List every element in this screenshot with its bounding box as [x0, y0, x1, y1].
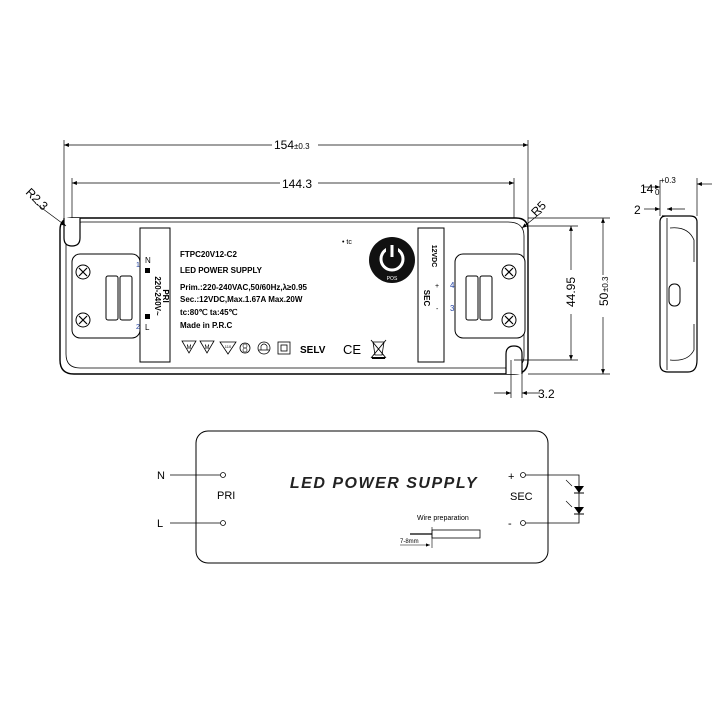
led-icon — [565, 479, 584, 494]
class-ii-icon — [257, 341, 271, 355]
screw-icon — [75, 264, 91, 280]
height-value: 14 — [640, 182, 654, 196]
dimension-overall-length: 154 ±0.3 — [63, 136, 529, 228]
l-label: L — [145, 323, 150, 332]
hole-pitch-value: 44.95 — [564, 277, 578, 307]
pin-3-label: 3 — [450, 304, 455, 313]
output-wiring — [526, 474, 580, 524]
temperature-spec: tc:80℃ ta:45℃ — [180, 308, 238, 317]
dimension-slot: 3.2 — [494, 360, 555, 401]
pri-voltage: 220-240V~ — [153, 276, 162, 316]
strip-length-label: 7-8mm — [400, 539, 419, 545]
dimension-height: 14 +0.3 0 — [640, 176, 712, 216]
width-tolerance: ±0.3 — [601, 276, 610, 292]
product-label: • tc FTPC20V12-C2 LED POWER SUPPLY Prim.… — [180, 237, 415, 359]
schematic-title: LED POWER SUPPLY — [290, 475, 478, 492]
temperature-class-icon: 110 — [219, 341, 237, 355]
primary-terminal-block: 1 2 N L PRI 220-240V~ — [71, 227, 171, 363]
pos-text: POS — [387, 276, 398, 282]
radius-left-value: R2.3 — [23, 185, 51, 213]
double-insulation-icon — [277, 341, 291, 355]
power-pos-icon: POS — [369, 237, 415, 283]
side-view: 14 +0.3 0 2 — [634, 176, 712, 373]
screw-icon — [501, 264, 517, 280]
output-plus-label: + — [508, 471, 514, 483]
wire-preparation-detail: Wire preparation 7-8mm — [400, 515, 481, 548]
length-tolerance: ±0.3 — [294, 142, 310, 151]
pin-1-label: 1 — [136, 262, 140, 269]
origin-text: Made in P.R.C — [180, 321, 233, 330]
secondary-spec: Sec.:12VDC,Max.1.67A Max.20W — [180, 295, 303, 304]
output-minus-terminal — [520, 520, 526, 526]
sec-plus: + — [435, 283, 439, 290]
n-label: N — [145, 256, 151, 265]
input-l-terminal — [220, 520, 226, 526]
schematic-sec-label: SEC — [510, 491, 533, 503]
label-title: LED POWER SUPPLY — [180, 266, 263, 275]
weee-bin-icon — [370, 339, 387, 359]
svg-text:110: 110 — [225, 344, 232, 349]
screw-icon — [501, 312, 517, 328]
wiring-schematic: LED POWER SUPPLY N L PRI SEC + - Wire pr… — [157, 430, 584, 564]
left-mount-slot — [63, 218, 81, 247]
mm-mark-icon: M — [199, 340, 215, 354]
mm-mark-icon: M — [181, 340, 197, 354]
wire-prep-label: Wire preparation — [417, 515, 469, 522]
selv-mark: SELV — [300, 345, 326, 356]
dimension-hole-pitch: 44.95 — [514, 225, 578, 361]
height-tol-minus: 0 — [655, 188, 660, 197]
flange-value: 2 — [634, 203, 641, 217]
height-tol-plus: +0.3 — [660, 176, 676, 185]
certification-marks: M M 110 — [181, 339, 387, 359]
pin-2-label: 2 — [136, 324, 140, 331]
svg-text:M: M — [187, 345, 192, 351]
pin-4-label: 4 — [450, 281, 455, 290]
safety-transformer-icon — [239, 342, 251, 354]
width-value: 50 — [597, 292, 611, 306]
secondary-terminal-block: 12VDC SEC + - 4 3 — [417, 227, 526, 363]
sec-minus: - — [436, 306, 439, 313]
wire-insulation — [431, 529, 481, 539]
input-n-label: N — [157, 470, 165, 482]
hole-spacing-value: 144.3 — [282, 177, 312, 191]
input-n-terminal — [220, 472, 226, 478]
length-value: 154 — [274, 138, 294, 152]
output-minus-label: - — [508, 518, 512, 530]
primary-spec: Prim.:220-240VAC,50/60Hz,λ≥0.95 — [180, 283, 308, 292]
side-cable-slot — [668, 283, 681, 307]
dimension-hole-spacing: 144.3 — [71, 175, 515, 218]
dimension-width: 50 ±0.3 — [528, 217, 611, 375]
radius-left-callout: R2.3 — [23, 185, 67, 227]
n-marker — [145, 268, 150, 273]
input-l-label: L — [157, 518, 163, 530]
screw-icon — [75, 312, 91, 328]
tc-mark: • tc — [342, 239, 352, 246]
slot-value: 3.2 — [538, 387, 555, 401]
model-number: FTPC20V12-C2 — [180, 250, 237, 259]
ce-mark: CE — [343, 342, 361, 357]
sec-title: SEC — [422, 290, 431, 307]
l-marker — [145, 314, 150, 319]
led-icon — [565, 500, 584, 515]
schematic-body — [195, 430, 549, 564]
svg-text:M: M — [205, 345, 210, 351]
top-view: 1 2 N L PRI 220-240V~ 12VDC SEC — [23, 136, 611, 401]
schematic-pri-label: PRI — [217, 490, 235, 502]
dimension-flange: 2 — [634, 203, 685, 217]
pri-title: PRI — [161, 289, 170, 302]
output-plus-terminal — [520, 472, 526, 478]
radius-right-value: R5 — [528, 198, 549, 219]
sec-voltage: 12VDC — [430, 245, 437, 268]
